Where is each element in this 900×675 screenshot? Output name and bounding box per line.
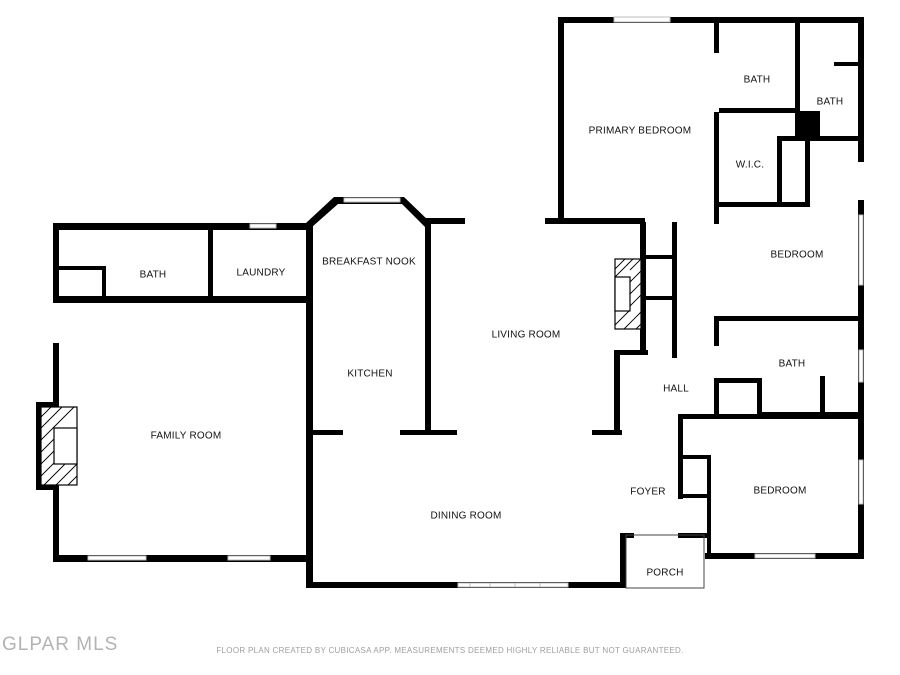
room-label-kitchen: KITCHEN bbox=[347, 369, 392, 380]
room-label-bath-hall: BATH bbox=[779, 359, 806, 370]
room-label-bedroom-2: BEDROOM bbox=[753, 486, 806, 497]
room-label-bedroom-1: BEDROOM bbox=[770, 250, 823, 261]
windows bbox=[87, 16, 864, 588]
room-label-wic: W.I.C. bbox=[736, 160, 764, 171]
room-label-bath-primary-1: BATH bbox=[744, 75, 771, 86]
room-label-bath-west: BATH bbox=[140, 270, 167, 281]
floor-plan-disclaimer: FLOOR PLAN CREATED BY CUBICASA APP. MEAS… bbox=[216, 646, 684, 655]
room-label-dining-room: DINING ROOM bbox=[430, 511, 501, 522]
room-label-hall: HALL bbox=[663, 384, 689, 395]
room-labels: PRIMARY BEDROOM BATH BATH W.I.C. BEDROOM… bbox=[140, 75, 844, 579]
room-label-family-room: FAMILY ROOM bbox=[151, 431, 222, 442]
bay-window bbox=[306, 197, 431, 227]
room-label-living-room: LIVING ROOM bbox=[492, 330, 561, 341]
fireplace-icon bbox=[614, 258, 642, 330]
room-label-breakfast-nook: BREAKFAST NOOK bbox=[322, 257, 416, 268]
room-label-bath-primary-2: BATH bbox=[817, 97, 844, 108]
walls bbox=[36, 17, 864, 588]
room-label-laundry: LAUNDRY bbox=[236, 268, 285, 279]
porch-outline bbox=[625, 534, 705, 589]
room-label-primary-bedroom: PRIMARY BEDROOM bbox=[589, 126, 692, 137]
room-label-porch: PORCH bbox=[646, 568, 683, 579]
mls-logo: GLPAR MLS bbox=[2, 634, 119, 655]
room-label-foyer: FOYER bbox=[630, 487, 665, 498]
fireplace-icon bbox=[40, 406, 78, 486]
